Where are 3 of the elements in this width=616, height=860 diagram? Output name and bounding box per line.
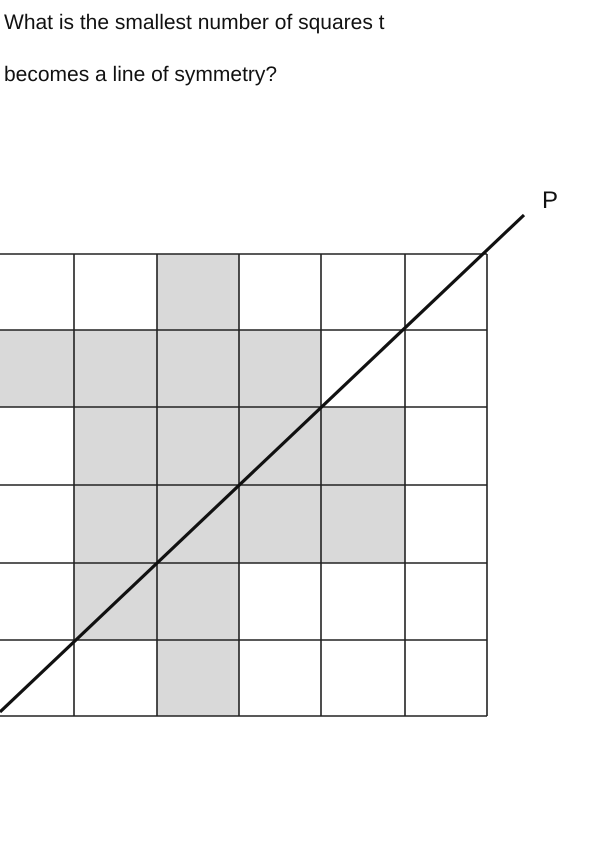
question-text: becomes a line of symmetry? xyxy=(4,62,278,88)
line-label: P xyxy=(542,188,558,214)
question-text: What is the smallest number of squares t xyxy=(4,10,384,36)
